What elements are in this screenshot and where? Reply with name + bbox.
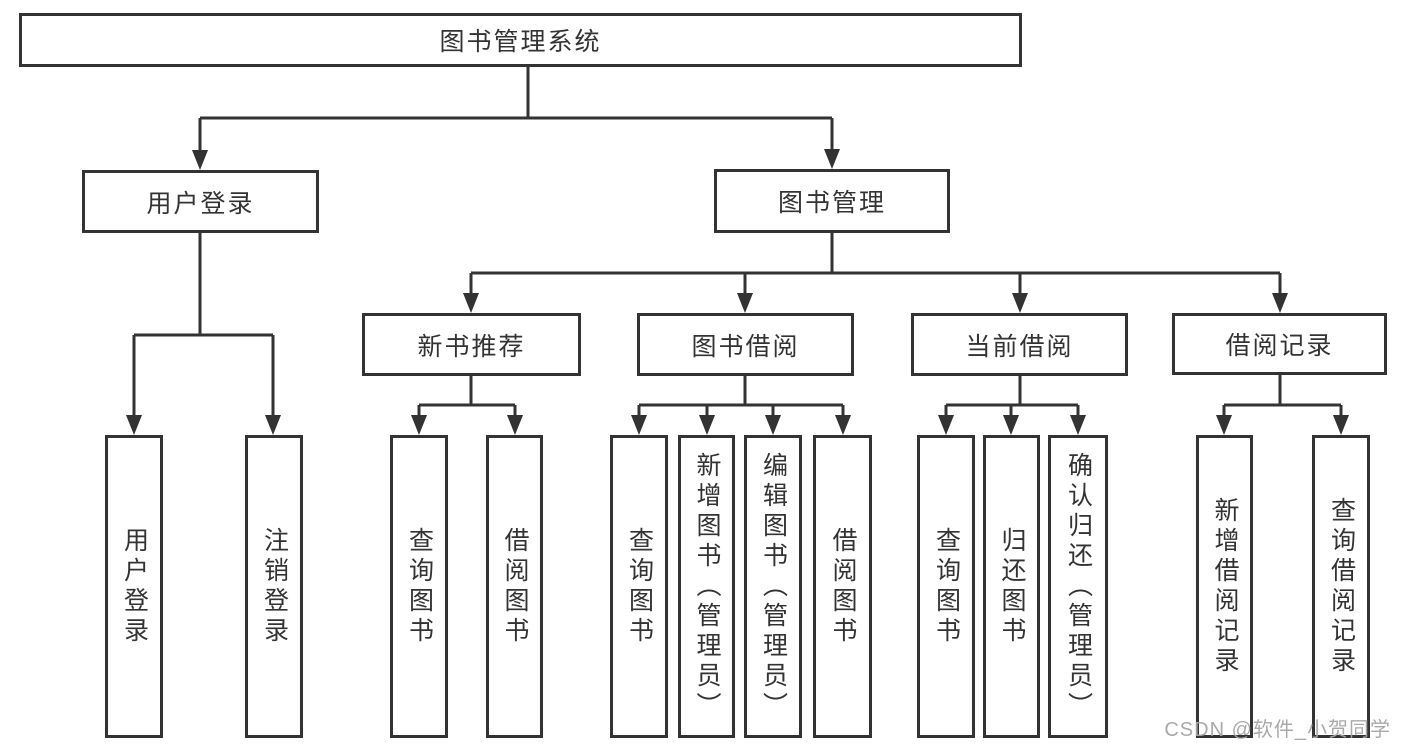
leaf-recommend-query-books: 查询图书	[390, 435, 448, 738]
leaf-borrow-edit-books-admin: 编辑图书（管理员）	[744, 435, 802, 738]
node-user-login: 用户登录	[82, 170, 319, 233]
leaf-current-return-books: 归还图书	[983, 435, 1040, 738]
leaf-borrow-add-books-admin: 新增图书（管理员）	[678, 435, 735, 738]
leaf-user-login: 用户登录	[105, 435, 163, 738]
leaf-current-confirm-return-admin: 确认归还（管理员）	[1048, 435, 1108, 738]
watermark: CSDN @软件_小贺同学	[1164, 719, 1391, 741]
leaf-logout: 注销登录	[245, 435, 303, 738]
node-borrowing-records: 借阅记录	[1172, 313, 1387, 375]
leaf-current-query-books: 查询图书	[917, 435, 975, 738]
leaf-records-query-record: 查询借阅记录	[1312, 435, 1370, 738]
node-book-borrowing: 图书借阅	[637, 313, 854, 376]
node-system-root: 图书管理系统	[19, 13, 1022, 67]
node-book-management: 图书管理	[714, 169, 950, 233]
leaf-records-add-record: 新增借阅记录	[1196, 435, 1253, 738]
leaf-borrow-query-books: 查询图书	[610, 435, 668, 738]
node-new-book-recommendation: 新书推荐	[362, 313, 581, 376]
leaf-borrow-borrow-books: 借阅图书	[813, 435, 872, 738]
leaf-recommend-borrow-books: 借阅图书	[486, 435, 543, 738]
node-current-borrowing: 当前借阅	[911, 313, 1128, 376]
